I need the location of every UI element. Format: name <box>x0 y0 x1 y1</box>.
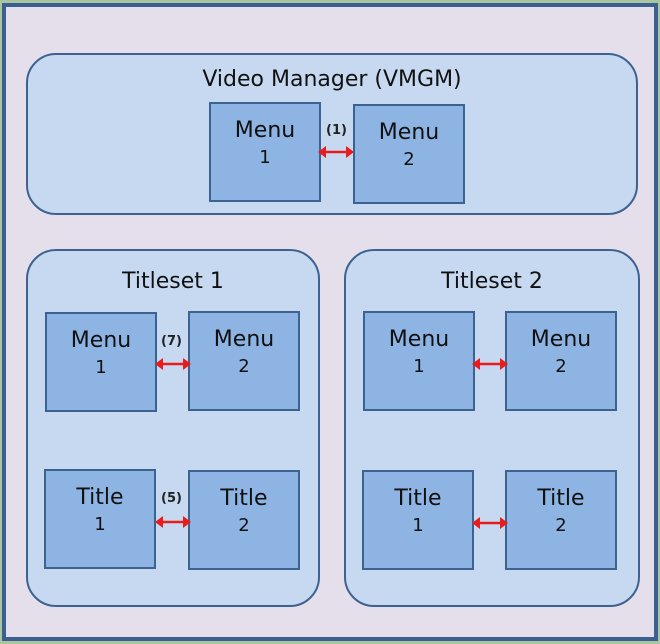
box-label: Menu <box>70 328 132 353</box>
double-arrow-icon <box>472 517 508 529</box>
box-number: 1 <box>259 147 271 168</box>
double-arrow-icon <box>155 516 191 528</box>
box-number: 1 <box>412 515 424 536</box>
titleset1-title-1: Title 1 <box>44 469 156 569</box>
box-label: Menu <box>213 327 275 352</box>
titleset1-menu-2: Menu 2 <box>188 311 300 411</box>
box-number: 1 <box>95 357 107 378</box>
vmgm-title: Video Manager (VMGM) <box>202 67 462 92</box>
titleset1-title-link-label: (5) <box>161 491 182 506</box>
box-number: 2 <box>555 515 567 536</box>
double-arrow-icon <box>155 358 191 370</box>
vmgm-menu-2: Menu 2 <box>353 104 465 204</box>
titleset1-title-2: Title 2 <box>188 470 300 570</box>
titleset2-title-1: Title 1 <box>362 470 474 570</box>
box-number: 2 <box>238 515 250 536</box>
box-number: 2 <box>403 149 415 170</box>
box-label: Menu <box>388 327 450 352</box>
titleset2-title-2: Title 2 <box>505 470 617 570</box>
titleset2-menu-1: Menu 1 <box>363 311 475 411</box>
box-label: Title <box>220 486 268 511</box>
box-number: 1 <box>94 514 106 535</box>
titleset2-title: Titleset 2 <box>441 269 543 294</box>
diagram-frame: Video Manager (VMGM) Menu 1 Menu 2 (1) T… <box>2 3 658 641</box>
vmgm-group: Video Manager (VMGM) <box>26 53 638 215</box>
vmgm-menu-1: Menu 1 <box>209 102 321 202</box>
box-label: Title <box>76 485 124 510</box>
box-number: 1 <box>413 356 425 377</box>
box-label: Menu <box>378 120 440 145</box>
box-label: Title <box>537 486 585 511</box>
box-number: 2 <box>555 356 567 377</box>
double-arrow-icon <box>318 146 354 158</box>
box-label: Title <box>394 486 442 511</box>
titleset1-menu-link-label: (7) <box>161 334 182 349</box>
double-arrow-icon <box>472 358 508 370</box>
titleset2-menu-2: Menu 2 <box>505 311 617 411</box>
titleset1-menu-1: Menu 1 <box>45 312 157 412</box>
titleset1-title: Titleset 1 <box>122 269 224 294</box>
box-label: Menu <box>530 327 592 352</box>
box-label: Menu <box>234 118 296 143</box>
vmgm-link-label: (1) <box>326 123 347 138</box>
box-number: 2 <box>238 356 250 377</box>
